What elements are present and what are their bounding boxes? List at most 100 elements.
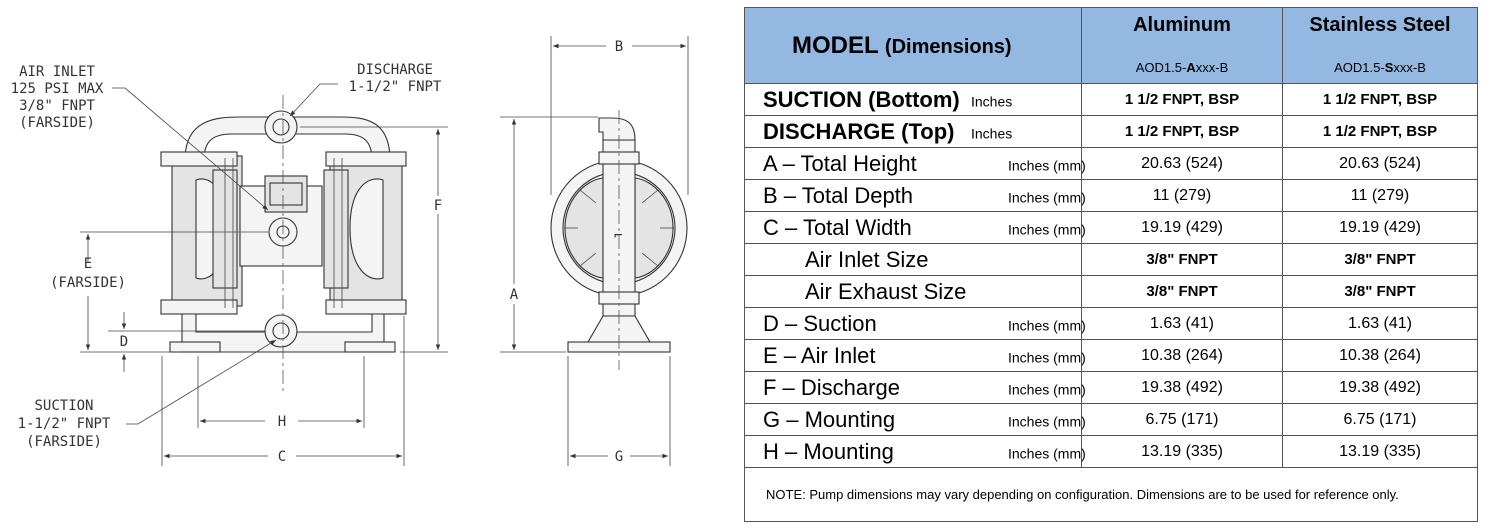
suction-label-line3: (FARSIDE)	[26, 434, 102, 450]
dimension-h: H	[197, 356, 365, 430]
row-label-cell: Air Inlet Size	[744, 243, 1082, 276]
row-label-cell: A – Total Height Inches (mm)	[744, 147, 1086, 180]
air-inlet-label-line3: 3/8" FNPT	[19, 98, 95, 114]
row-unit: Inches (mm)	[1008, 221, 1086, 238]
model-title: MODEL	[792, 31, 879, 59]
pump-side-view: ⌐	[550, 110, 688, 370]
dimension-d: D	[108, 312, 265, 372]
dimension-c-letter: C	[278, 449, 286, 465]
dimensions-table: MODEL (Dimensions) Aluminum AOD1.5-Axxx-…	[744, 7, 1478, 522]
dimension-c: C	[161, 316, 405, 466]
aluminum-value: 13.19 (335)	[1081, 435, 1283, 468]
row-unit: Inches (mm)	[1008, 381, 1086, 398]
note-text: Pump dimensions may vary depending on co…	[809, 487, 1399, 502]
table-note-row: NOTE: Pump dimensions may vary depending…	[744, 467, 1478, 522]
dimension-f-letter: F	[434, 198, 442, 214]
air-inlet-label-line2: 125 PSI MAX	[11, 81, 104, 97]
suction-callout: SUCTION 1-1/2" FNPT (FARSIDE)	[18, 339, 277, 450]
row-unit: Inches	[971, 93, 1013, 110]
row-label: SUCTION (Bottom)	[763, 86, 960, 112]
row-label-cell: Air Exhaust Size	[744, 275, 1082, 308]
stainless-steel-value: 10.38 (264)	[1282, 339, 1478, 372]
aluminum-value: 3/8" FNPT	[1081, 243, 1283, 276]
column-name: Aluminum	[1133, 14, 1231, 36]
row-label-cell: E – Air Inlet Inches (mm)	[744, 339, 1086, 372]
row-unit: Inches (mm)	[1008, 157, 1086, 174]
row-unit: Inches (mm)	[1008, 349, 1086, 366]
row-label: E – Air Inlet	[763, 342, 876, 368]
row-label: H – Mounting	[763, 438, 894, 464]
aluminum-value: 6.75 (171)	[1081, 403, 1283, 436]
stainless-steel-value: 1 1/2 FNPT, BSP	[1282, 83, 1478, 116]
row-unit: Inches (mm)	[1008, 413, 1086, 430]
row-unit: Inches (mm)	[1008, 445, 1086, 462]
table-header-row: MODEL (Dimensions) Aluminum AOD1.5-Axxx-…	[744, 7, 1478, 84]
model-header-cell: MODEL (Dimensions)	[744, 7, 1082, 84]
stainless-steel-value: 19.19 (429)	[1282, 211, 1478, 244]
table-note: NOTE: Pump dimensions may vary depending…	[744, 467, 1478, 522]
row-label: Air Inlet Size	[805, 246, 929, 272]
air-inlet-callout: AIR INLET 125 PSI MAX 3/8" FNPT (FARSIDE…	[11, 64, 269, 211]
aluminum-value: 10.38 (264)	[1081, 339, 1283, 372]
row-unit: Inches (mm)	[1008, 189, 1086, 206]
column-header-stainless-steel: Stainless Steel AOD1.5-Sxxx-B	[1282, 7, 1478, 84]
air-inlet-label-line4: (FARSIDE)	[19, 115, 95, 131]
column-header-aluminum: Aluminum AOD1.5-Axxx-B	[1081, 7, 1283, 84]
row-label: C – Total Width	[763, 214, 912, 240]
pump-dimension-drawing: AIR INLET 125 PSI MAX 3/8" FNPT (FARSIDE…	[11, 36, 689, 466]
row-label-cell: D – Suction Inches (mm)	[744, 307, 1086, 340]
column-name: Stainless Steel	[1309, 14, 1451, 36]
dimension-a: A	[500, 116, 598, 353]
stainless-steel-value: 1 1/2 FNPT, BSP	[1282, 115, 1478, 148]
aluminum-value: 1 1/2 FNPT, BSP	[1081, 83, 1283, 116]
model-subtitle: (Dimensions)	[884, 35, 1012, 58]
column-model-number: AOD1.5-Sxxx-B	[1334, 60, 1426, 75]
suction-label-line2: 1-1/2" FNPT	[18, 416, 111, 432]
row-unit: Inches (mm)	[1008, 317, 1086, 334]
row-label: F – Discharge	[763, 374, 900, 400]
row-label: DISCHARGE (Top)	[763, 118, 955, 144]
aluminum-value: 3/8" FNPT	[1081, 275, 1283, 308]
row-label: G – Mounting	[763, 406, 896, 432]
row-label-cell: SUCTION (Bottom) Inches	[744, 83, 1082, 116]
stainless-steel-value: 3/8" FNPT	[1282, 275, 1478, 308]
dimension-g-letter: G	[615, 449, 623, 465]
discharge-callout: DISCHARGE 1-1/2" FNPT	[289, 62, 442, 117]
stainless-steel-value: 1.63 (41)	[1282, 307, 1478, 340]
aluminum-value: 1.63 (41)	[1081, 307, 1283, 340]
dimension-b: B	[550, 36, 689, 195]
pump-logo: ⌐	[614, 228, 622, 244]
dimension-f: F	[300, 126, 448, 353]
row-label: A – Total Height	[763, 150, 917, 176]
row-label: Air Exhaust Size	[805, 278, 967, 304]
aluminum-value: 20.63 (524)	[1081, 147, 1283, 180]
note-prefix: NOTE:	[766, 487, 806, 502]
aluminum-value: 19.38 (492)	[1081, 371, 1283, 404]
dimension-e-note: (FARSIDE)	[50, 275, 126, 291]
row-label-cell: F – Discharge Inches (mm)	[744, 371, 1086, 404]
stainless-steel-value: 3/8" FNPT	[1282, 243, 1478, 276]
dimension-e-letter: E	[84, 256, 92, 272]
row-unit: Inches	[971, 125, 1013, 142]
dimension-d-letter: D	[120, 334, 128, 350]
stainless-steel-value: 11 (279)	[1282, 179, 1478, 212]
dimension-e: E (FARSIDE)	[50, 231, 268, 353]
row-label-cell: C – Total Width Inches (mm)	[744, 211, 1086, 244]
row-label-cell: DISCHARGE (Top) Inches	[744, 115, 1082, 148]
suction-label-line1: SUCTION	[34, 398, 93, 414]
discharge-label-line1: DISCHARGE	[357, 62, 433, 78]
stainless-steel-value: 6.75 (171)	[1282, 403, 1478, 436]
stainless-steel-value: 13.19 (335)	[1282, 435, 1478, 468]
row-label: D – Suction	[763, 310, 877, 336]
